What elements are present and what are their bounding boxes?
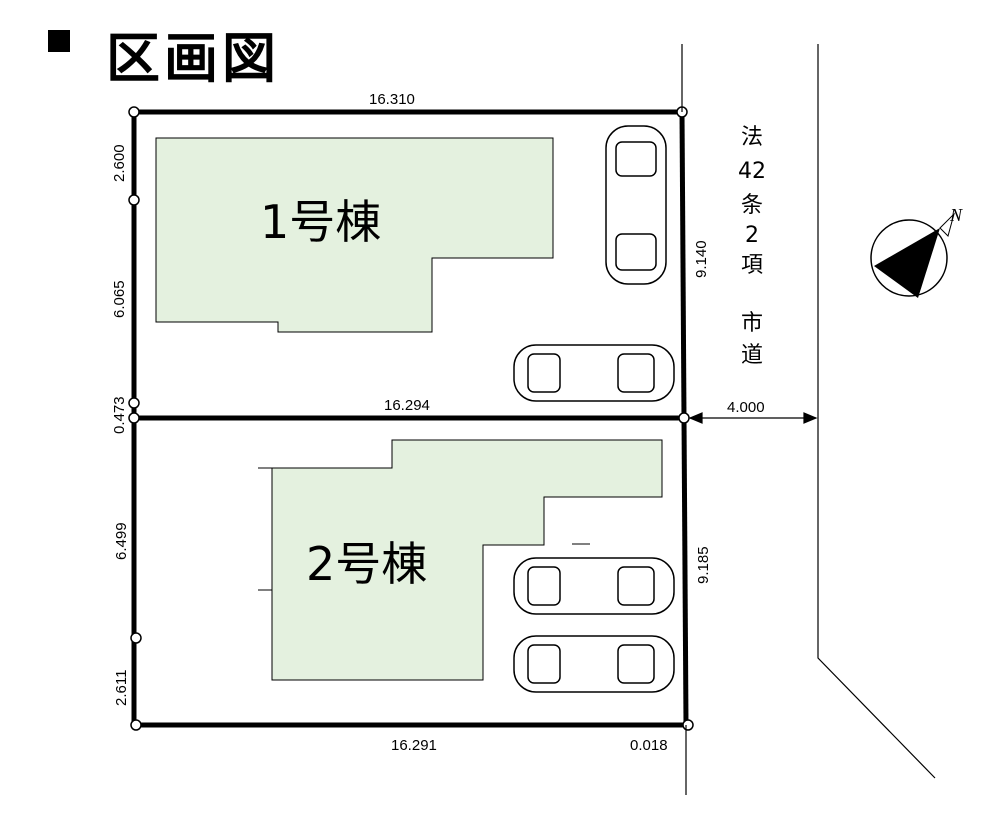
building-1-footprint	[155, 137, 554, 333]
title-square-icon	[48, 30, 70, 52]
road-label-4: 2	[745, 223, 759, 248]
dim-left-1: 2.600	[111, 144, 128, 182]
car-vertical	[605, 125, 667, 285]
road-label-7: 道	[741, 343, 763, 368]
dim-lot1-right: 9.140	[693, 240, 710, 278]
road-label-6: 市	[741, 311, 763, 336]
building-2-label: 2号棟	[306, 537, 427, 591]
road-label-1: 法	[741, 125, 763, 150]
road-label-2: 42	[738, 159, 766, 184]
dim-corner-bottom: 0.018	[630, 737, 668, 754]
dim-left-2: 6.065	[111, 280, 128, 318]
building-2-footprint	[271, 439, 663, 681]
boundary-markers	[128, 106, 694, 731]
road-label-5: 項	[741, 253, 763, 278]
dim-left-3: 0.473	[111, 396, 128, 434]
north-label: N	[949, 205, 963, 225]
dim-bottom: 16.291	[391, 737, 437, 754]
dim-road-width: 4.000	[727, 399, 765, 416]
road-label-3: 条	[741, 193, 763, 218]
car-horizontal-3	[513, 635, 675, 693]
dim-top: 16.310	[369, 91, 415, 108]
dim-middle: 16.294	[384, 397, 430, 414]
road-edges	[681, 44, 936, 795]
car-horizontal-1	[513, 344, 675, 402]
dim-left-4: 6.499	[113, 522, 130, 560]
north-compass-icon	[870, 212, 955, 298]
dim-lot2-right: 9.185	[695, 546, 712, 584]
car-horizontal-2	[513, 557, 675, 615]
dim-left-5: 2.611	[113, 670, 130, 706]
road-width-arrow	[688, 412, 818, 424]
building-1-label: 1号棟	[260, 195, 381, 249]
page-title: 区画図	[106, 27, 280, 90]
